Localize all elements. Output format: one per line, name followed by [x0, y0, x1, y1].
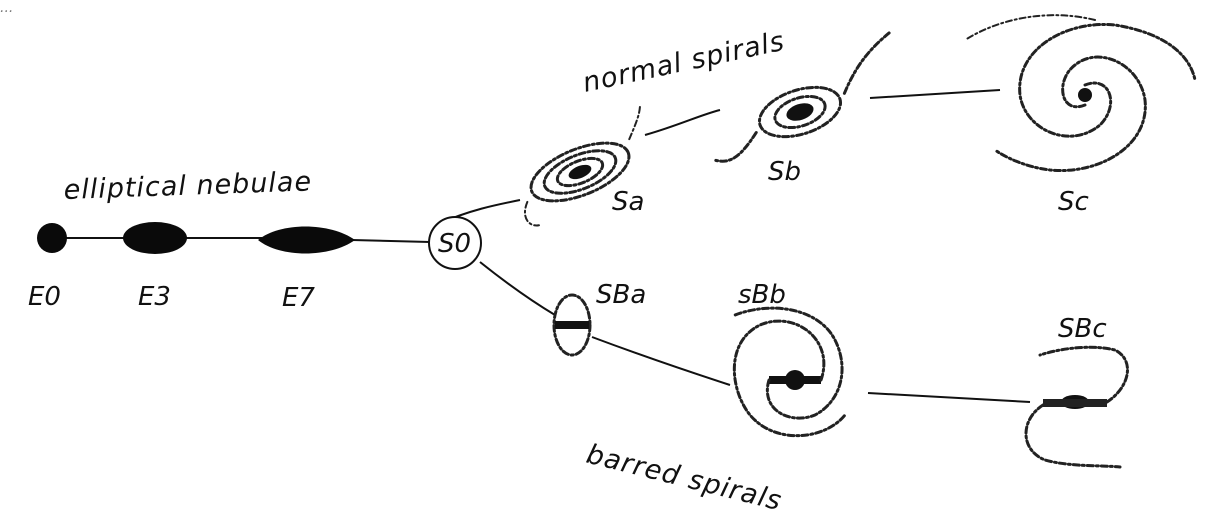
- node-label-sb: Sb: [768, 157, 801, 187]
- node-label-sbc: SBc: [1058, 314, 1107, 344]
- connector-lines: [52, 89, 1031, 403]
- s0-node: [428, 216, 482, 270]
- sbb-galaxy-shape: [732, 306, 847, 438]
- sbc-galaxy-shape: [1024, 345, 1129, 469]
- node-label-sba: SBa: [596, 280, 646, 310]
- node-label-sc: Sc: [1058, 187, 1089, 217]
- node-label-e3: E3: [138, 282, 171, 312]
- node-label-sa: Sa: [612, 187, 644, 217]
- group-label-barred-spirals: barred spirals: [583, 439, 785, 515]
- e3-galaxy-shape: [123, 222, 187, 254]
- node-label-e7: E7: [282, 283, 315, 313]
- header-fragment: ...: [0, 0, 13, 16]
- sba-galaxy-shape: [552, 293, 592, 357]
- node-label-s0: S0: [438, 229, 471, 259]
- sb-galaxy-shape: [714, 30, 892, 163]
- node-label-sbb: sBb: [738, 280, 786, 310]
- group-label-elliptical: elliptical nebulae: [63, 166, 312, 206]
- e0-galaxy-shape: [37, 223, 67, 253]
- sc-galaxy-shape: [964, 14, 1197, 173]
- e7-galaxy-shape: [258, 226, 355, 254]
- sa-galaxy-shape: [523, 105, 641, 227]
- node-label-e0: E0: [28, 282, 61, 312]
- group-label-normal-spirals: normal spirals: [580, 26, 788, 99]
